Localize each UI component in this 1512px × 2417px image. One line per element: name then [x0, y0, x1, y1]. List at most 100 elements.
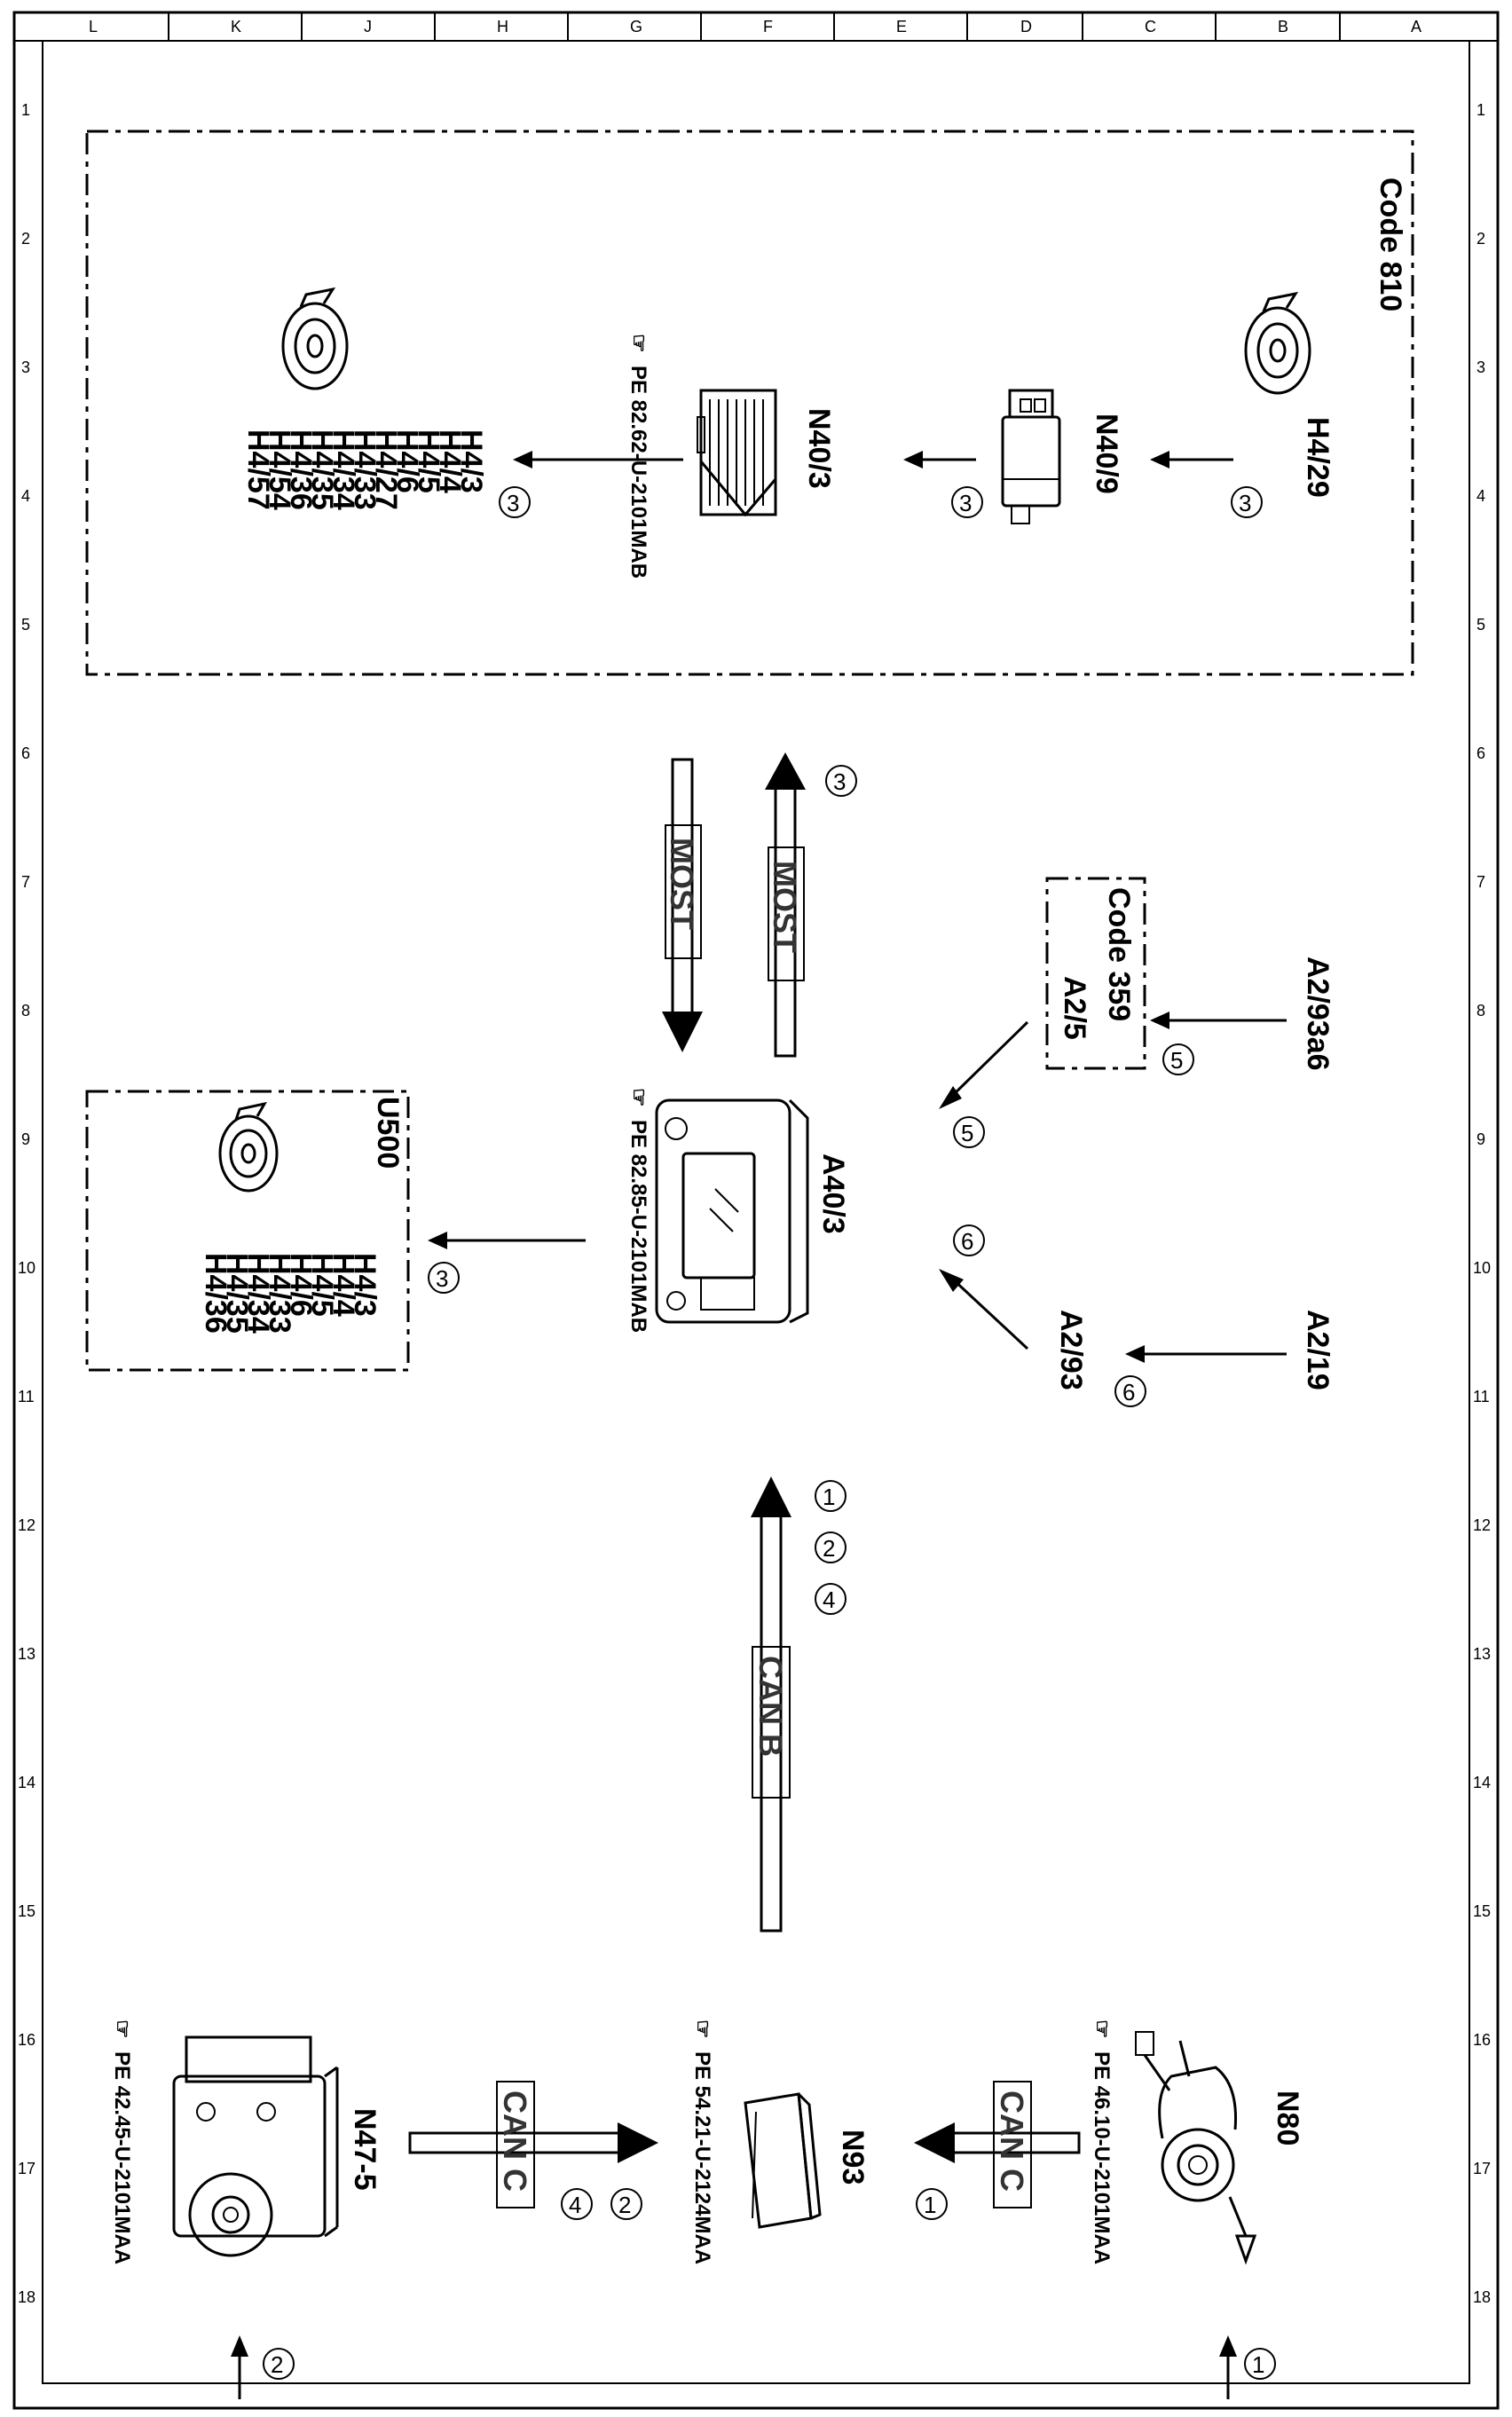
n93-module: [744, 2092, 822, 2229]
marker-1-n80-text: 1: [924, 2192, 936, 2218]
marker-5-a25-text: 5: [961, 1120, 973, 1146]
speaker-list-u500: H4/3 H4/4 H4/5 H4/6 H4/33 H4/34 H4/35 H4…: [199, 1253, 382, 1334]
n93-pe-label: PE 54.21-U-2124MAA: [690, 2051, 714, 2264]
a2-19-label: A2/19: [1301, 1310, 1335, 1390]
row-1-right: 1: [1477, 101, 1485, 119]
marker-2-bottom-text: 2: [271, 2351, 283, 2378]
row-5-left: 5: [21, 616, 30, 634]
marker-2-canb-text: 2: [823, 1535, 835, 1562]
speaker-u500-item: H4/33: [263, 1253, 296, 1334]
row-8-left: 8: [21, 1002, 30, 1020]
hand-pointer-icon: ☞: [626, 1088, 650, 1107]
speaker-u500-item: H4/4: [327, 1253, 360, 1317]
marker-5-a25: [953, 1116, 985, 1148]
marker-4-canb: [815, 1583, 847, 1615]
marker-2-bottom: [263, 2348, 295, 2380]
row-9-left: 9: [21, 1130, 30, 1148]
marker-2-n47-text: 2: [618, 2192, 631, 2218]
row-15-left: 15: [18, 1902, 35, 1920]
n47-5-esp-unit: [172, 2035, 339, 2257]
row-5-right: 5: [1477, 616, 1485, 634]
marker-3-n403-text: 3: [507, 490, 519, 516]
n40-3-label: N40/3: [802, 408, 836, 489]
hand-pointer-icon: ☞: [626, 334, 650, 353]
a2-93a6-label: A2/93a6: [1301, 957, 1335, 1071]
n40-3-pe-reference: ☞ PE 82.62-U-2101MAB: [626, 334, 650, 579]
can-c-bus-n47: CAN C 2 4: [408, 2081, 658, 2220]
col-letter-e: E: [896, 18, 907, 35]
can-c-label-n47: CAN C: [497, 2090, 533, 2192]
h4-29-label: H4/29: [1301, 417, 1335, 498]
most-bus-up: MOST 3: [765, 752, 857, 1058]
row-12-left: 12: [18, 1516, 35, 1534]
speaker-icon-810: [281, 287, 349, 390]
col-letter-l: L: [89, 18, 98, 35]
code-810-group: Code 810 H4/29 3 N40/9 3: [85, 130, 1414, 676]
row-14-right: 14: [1473, 1774, 1491, 1791]
h4-29-speaker: [1244, 291, 1311, 395]
marker-3-h429: [1231, 486, 1263, 518]
row-18-left: 18: [18, 2288, 35, 2306]
row-10-left: 10: [18, 1259, 35, 1277]
row-3-left: 3: [21, 358, 30, 376]
row-4-right: 4: [1477, 487, 1485, 505]
code-359-label: Code 359: [1102, 887, 1136, 1021]
speaker-u500-item: H4/36: [199, 1253, 232, 1334]
n40-9-label: N40/9: [1090, 413, 1123, 494]
speaker-u500-item: H4/3: [348, 1253, 382, 1317]
n47-5-input-arrow: 2: [231, 2335, 295, 2399]
a40-3-pe-label: PE 82.85-U-2101MAB: [626, 1120, 650, 1333]
can-c-label-n80: CAN C: [994, 2090, 1030, 2192]
code-359-group: Code 359 A2/5: [1045, 877, 1146, 1070]
row-17-left: 17: [18, 2160, 35, 2177]
row-7-left: 7: [21, 873, 30, 891]
marker-6-a219: [1114, 1375, 1146, 1407]
row-4-left: 4: [21, 487, 30, 505]
n80-pe-reference: ☞ PE 46.10-U-2101MAA: [1090, 2019, 1114, 2264]
row-8-right: 8: [1477, 1002, 1485, 1020]
col-letter-c: C: [1145, 18, 1156, 35]
row-15-right: 15: [1473, 1902, 1491, 1920]
marker-3-most-text: 3: [833, 768, 846, 795]
row-6-right: 6: [1477, 744, 1485, 762]
marker-3-n409: [951, 486, 983, 518]
hand-pointer-icon: ☞: [110, 2019, 134, 2039]
row-ruler-right: 1 2 3 4 5 6 7 8 9 10 11 12 13 14 15 16 1…: [1473, 101, 1491, 2306]
speaker-810-item: H4/27: [369, 429, 403, 510]
row-17-right: 17: [1473, 2160, 1491, 2177]
a2-5-label: A2/5: [1058, 976, 1091, 1040]
can-c-bus-n80: CAN C 1: [914, 2081, 1081, 2220]
a40-3-head-unit: [655, 1098, 809, 1324]
a40-3-pe-reference: ☞ PE 82.85-U-2101MAB: [626, 1088, 650, 1333]
row-16-right: 16: [1473, 2031, 1491, 2049]
marker-3-n409-text: 3: [959, 490, 972, 516]
marker-6-a293: [953, 1224, 985, 1256]
n93-pe-reference: ☞ PE 54.21-U-2124MAA: [690, 2019, 714, 2264]
marker-1-canb: [815, 1480, 847, 1512]
n47-5-pe-label: PE 42.45-U-2101MAA: [110, 2051, 134, 2264]
marker-1-bottom-text: 1: [1252, 2351, 1264, 2378]
row-1-left: 1: [21, 101, 30, 119]
speaker-810-item: H4/5: [412, 429, 445, 493]
speaker-810-item: H4/33: [348, 429, 382, 510]
marker-3-most: [825, 765, 857, 797]
speaker-810-item: H4/36: [284, 429, 318, 510]
row-9-right: 9: [1477, 1130, 1485, 1148]
column-ruler: A B C D E F G H J K L: [14, 12, 1498, 42]
row-11-right: 11: [1473, 1388, 1490, 1405]
col-letter-b: B: [1278, 18, 1288, 35]
row-12-right: 12: [1473, 1516, 1491, 1534]
marker-6-a293-text: 6: [961, 1228, 973, 1255]
row-13-left: 13: [18, 1645, 35, 1663]
marker-2-canb: [815, 1531, 847, 1563]
row-16-left: 16: [18, 2031, 35, 2049]
marker-1-canb-text: 1: [823, 1484, 835, 1510]
a2-93-label: A2/93: [1054, 1310, 1088, 1390]
n40-3-amplifier: [697, 389, 777, 517]
marker-4-n47-text: 4: [569, 2192, 581, 2218]
u500-label: U500: [371, 1097, 405, 1169]
marker-4-canb-text: 4: [823, 1586, 835, 1613]
row-3-right: 3: [1477, 358, 1485, 376]
can-b-bus: CAN B 1 2 4: [751, 1476, 847, 1933]
speaker-u500-item: H4/34: [241, 1253, 275, 1334]
